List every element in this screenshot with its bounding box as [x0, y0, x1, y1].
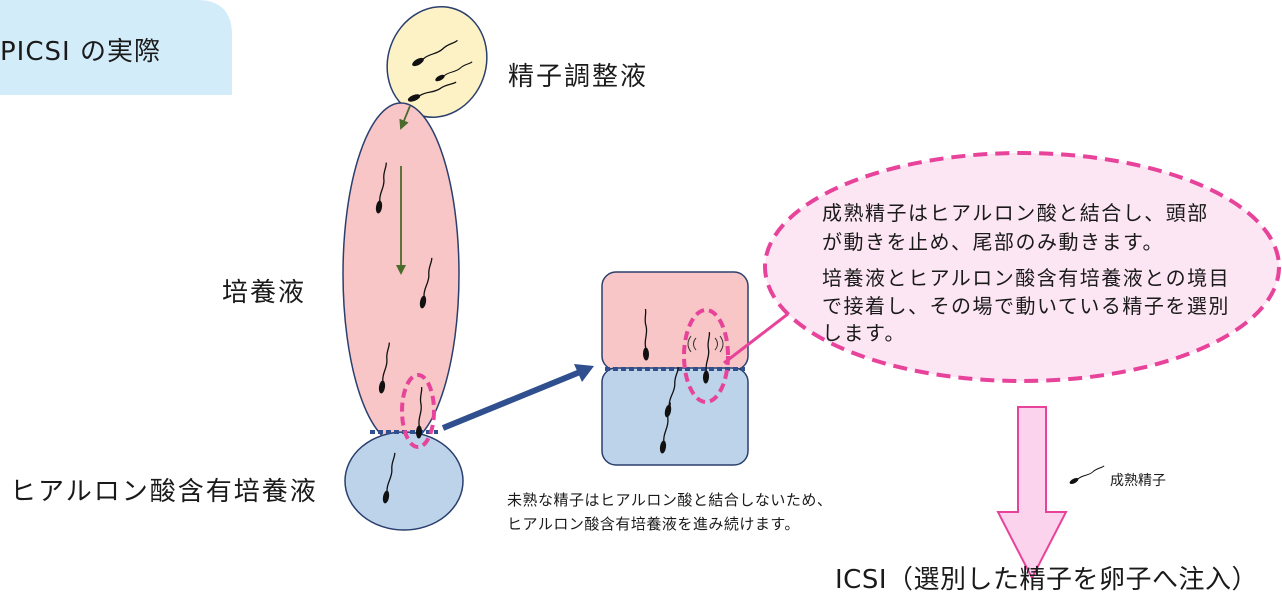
- page-title: PICSI の実際: [0, 37, 161, 67]
- callout-line-1: 成熟精子はヒアルロン酸と結合し、頭部: [822, 201, 1209, 225]
- prep-solution-label: 精子調整液: [508, 62, 648, 92]
- result-label: ICSI（選別した精子を卵子へ注入）: [835, 565, 1258, 594]
- callout-line-4: で接着し、その場で動いている精子を選別: [822, 294, 1230, 318]
- callout-line-3: 培養液とヒアルロン酸含有培養液との境目: [822, 266, 1230, 290]
- callout-bubble: [763, 151, 1281, 383]
- culture-medium-label: 培養液: [222, 278, 306, 308]
- flow-arrow-short: [399, 105, 411, 130]
- zoom-bound-sperm-highlight: [682, 308, 730, 404]
- vibration-marks-right: [714, 335, 724, 353]
- ha-medium-drop: [344, 431, 464, 531]
- callout-line-2: が動きを止め、尾部のみ動きます。: [822, 230, 1164, 254]
- culture-medium-drop: [342, 102, 460, 446]
- zoom-arrow-head: [574, 364, 594, 382]
- bound-sperm-highlight: [400, 373, 436, 449]
- zoom-ha-medium: [601, 367, 749, 466]
- down-arrow: [996, 406, 1068, 581]
- callout-line-5: します。: [822, 321, 906, 345]
- title-tab: [0, 0, 232, 95]
- legend-mature-sperm: 成熟精子: [1110, 473, 1166, 489]
- sperm-icon: [1068, 462, 1106, 486]
- zoom-culture-medium: [601, 271, 749, 371]
- zoom-arrow: [441, 369, 582, 431]
- immature-note-line-1: 未熟な精子はヒアルロン酸と結合しないため、: [507, 491, 832, 509]
- immature-note-line-2: ヒアルロン酸含有培養液を進み続けます。: [507, 515, 800, 533]
- ha-medium-label: ヒアルロン酸含有培養液: [10, 477, 318, 507]
- vibration-marks-left: [687, 335, 697, 353]
